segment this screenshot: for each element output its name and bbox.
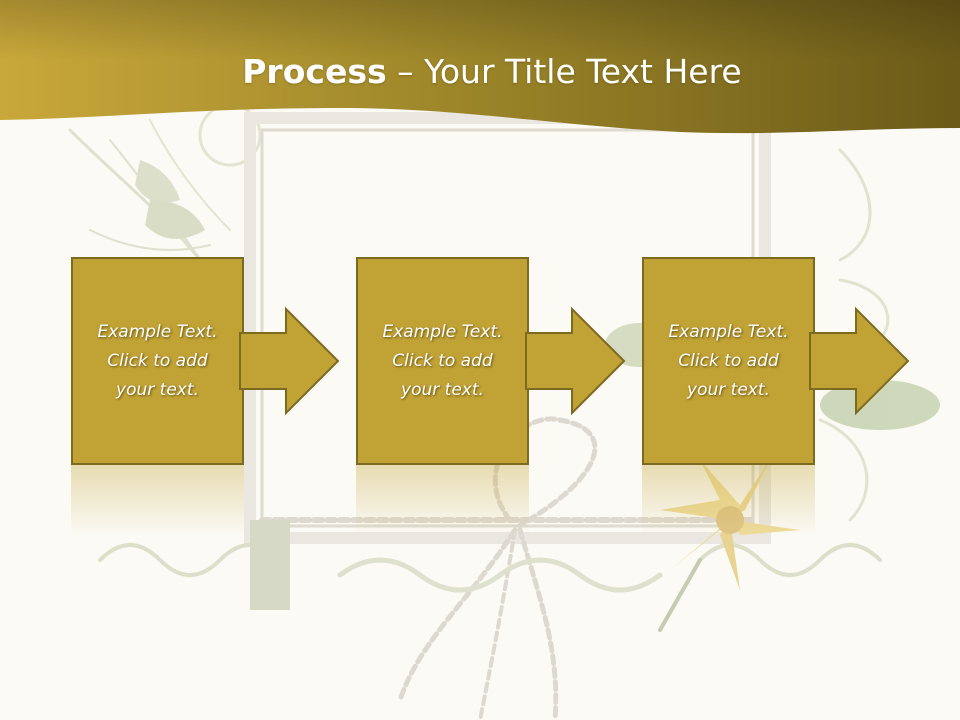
step-reflection-3 xyxy=(642,465,815,535)
arrow-right-icon xyxy=(809,306,910,416)
header-band xyxy=(0,0,960,134)
slide-title[interactable]: Process – Your Title Text Here xyxy=(0,52,960,91)
step-text-1: Example Text. Click to add your text. xyxy=(97,321,218,400)
step-box-1[interactable]: Example Text. Click to add your text. xyxy=(71,257,244,535)
step-reflection-2 xyxy=(356,465,529,535)
step-reflection-1 xyxy=(71,465,244,535)
arrow-right-icon xyxy=(525,306,626,416)
step-box-2[interactable]: Example Text. Click to add your text. xyxy=(356,257,529,535)
step-box-3[interactable]: Example Text. Click to add your text. xyxy=(642,257,815,535)
title-bold: Process xyxy=(242,52,387,91)
step-text-3: Example Text. Click to add your text. xyxy=(668,321,789,400)
step-text-2: Example Text. Click to add your text. xyxy=(382,321,503,400)
arrow-right-icon xyxy=(239,306,340,416)
title-rest: – Your Title Text Here xyxy=(386,52,742,91)
